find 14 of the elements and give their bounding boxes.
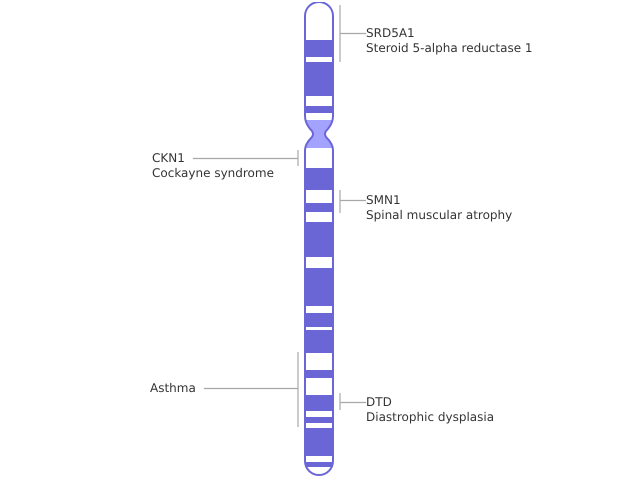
leader-line (339, 4, 366, 63)
leader-line (339, 392, 366, 411)
leader-line (192, 149, 299, 167)
leader-line (339, 189, 366, 214)
gene-symbol: SMN1 (366, 193, 401, 208)
gene-symbol: SRD5A1 (366, 26, 415, 41)
disease-name: Asthma (150, 381, 196, 396)
leader-line (204, 351, 299, 428)
disease-name: Spinal muscular atrophy (366, 208, 512, 223)
disease-name: Steroid 5-alpha reductase 1 (366, 41, 533, 56)
disease-name: Diastrophic dysplasia (366, 410, 494, 425)
disease-name: Cockayne syndrome (152, 166, 274, 181)
gene-symbol: DTD (366, 395, 392, 410)
gene-symbol: CKN1 (152, 151, 185, 166)
